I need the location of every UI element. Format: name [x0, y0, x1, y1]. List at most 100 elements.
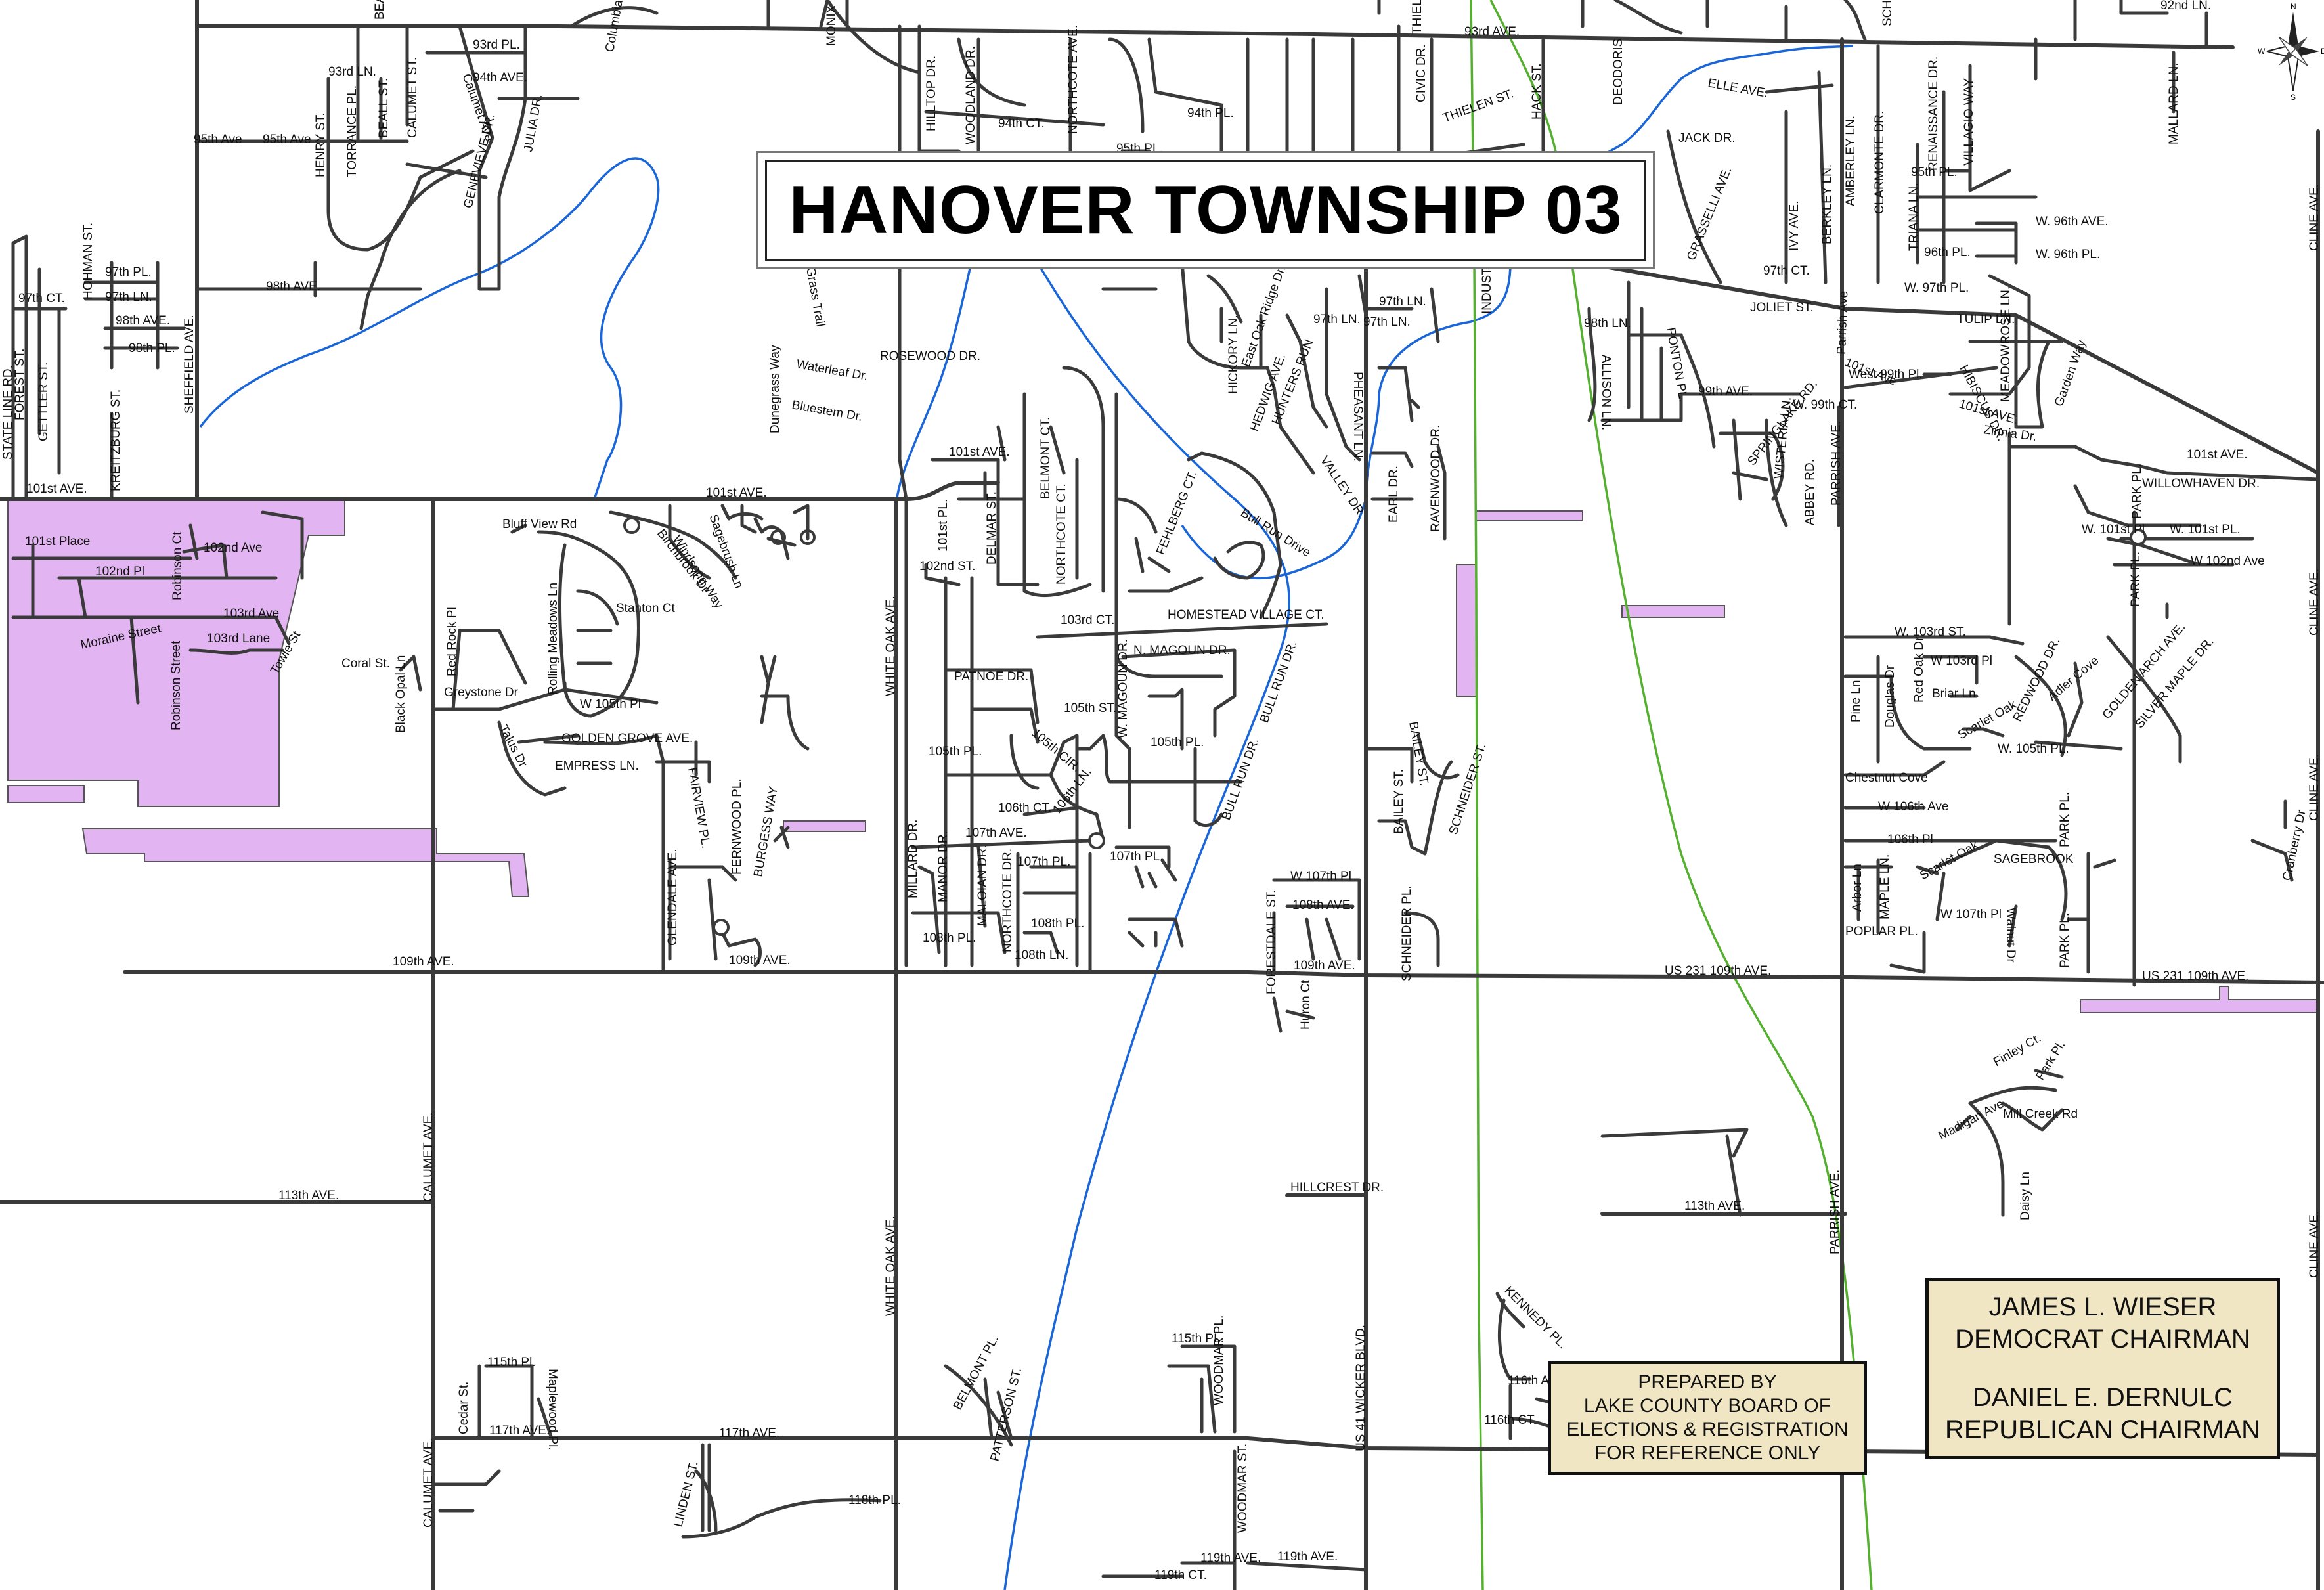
label-beall-top: BEALL [373, 0, 387, 20]
label-115th-pl-b: 115th PL. [1172, 1332, 1224, 1346]
label-sheffield: SHEFFIELD AVE. [183, 315, 196, 414]
label-w103rd-pl: W 103rd Pl [1931, 654, 1992, 668]
label-119th-ave-b: 119th AVE. [1277, 1550, 1338, 1564]
creek-west [199, 157, 660, 500]
label-hilltop: HILLTOP DR. [925, 56, 938, 131]
label-93rd-ln: 93rd LN. [328, 65, 376, 79]
label-us231-a: US 231 109th AVE. [1665, 964, 1771, 978]
label-woodmar-st: WOODMAR ST. [1236, 1444, 1250, 1533]
label-greystone: Greystone Dr [444, 686, 519, 699]
label-us41: US 41 WICKER BLVD. [1354, 1325, 1368, 1451]
creek-south [1003, 262, 1290, 1590]
label-93rd-ave: 93rd AVE. [1464, 25, 1520, 39]
label-northcote-ct: NORTHCOTE CT. [1055, 483, 1068, 585]
label-108th-pl: 108th PL. [923, 931, 976, 945]
prepared-line-1: PREPARED BY [1638, 1371, 1777, 1393]
creek-bullrun [1181, 262, 1512, 580]
label-calumet-st: CALUMET ST. [406, 57, 420, 138]
label-109th-ave-m: 109th AVE. [729, 954, 791, 967]
compass-e: E [2321, 47, 2324, 56]
label-97th-pl: 97th PL. [105, 265, 152, 279]
label-103rd-ct: 103rd CT. [1061, 613, 1114, 627]
label-thielen: THIELEN ST. [1441, 87, 1516, 125]
label-93rd-pl: 93rd PL. [473, 38, 520, 52]
label-102nd-pl: 102nd Pl [95, 565, 144, 579]
label-mill-creek: Mill Creek Rd [2003, 1107, 2078, 1121]
label-119th-ave: 119th AVE. [1200, 1551, 1261, 1565]
label-w-magoun: W. MAGOUN DR. [1116, 639, 1130, 738]
label-berkley: BERKLEY LN. [1820, 164, 1834, 244]
label-108th-ave: 108th AVE. [1292, 898, 1354, 912]
label-black-opal: Black Opal Ln [394, 655, 408, 733]
label-calumet-ave-b: CALUMET AVE. [422, 1438, 435, 1528]
label-empress: EMPRESS LN. [555, 759, 639, 773]
label-white-oak-a: WHITE OAK AVE. [884, 596, 898, 696]
label-parrish-b: PARRISH AVE. [1828, 1170, 1842, 1254]
label-106th-pl: 106th Pl [1887, 833, 1933, 847]
label-105th-pl: 105th PL. [929, 745, 982, 759]
label-101st-ave-w: 101st AVE. [26, 482, 87, 496]
label-w105th-pl-e: W. 105th PL. [1998, 742, 2069, 756]
label-98th-ave-b: 98th AVE. [116, 314, 170, 328]
label-walnut: Walnut Dr [2004, 908, 2017, 963]
district-area-east-strip [2080, 986, 2319, 1013]
label-schafer: SCHAFER [1881, 0, 1895, 26]
label-maplewood: Maplewood Pl. [546, 1369, 559, 1451]
label-ivy: IVY AVE. [1787, 201, 1801, 251]
label-maloian: MALOIAN DR. [976, 845, 990, 926]
label-burgess: BURGESS WAY [751, 785, 781, 878]
label-linden: LINDEN ST. [671, 1460, 701, 1528]
label-gettler: GETTLER ST. [37, 363, 51, 441]
label-homestead: HOMESTEAD VILLAGE CT. [1168, 608, 1325, 622]
label-parrish-c: Parrish Ave [1835, 291, 1851, 355]
label-forestdale: FORESTDALE ST. [1265, 890, 1279, 994]
label-northcote: NORTHCOTE AVE. [1066, 25, 1080, 134]
label-grass-trail: Grass Trail [803, 266, 827, 328]
label-millard: MILLARD DR. [906, 820, 920, 898]
label-robinson-st: Robinson Street [169, 640, 183, 730]
label-hickory: HICKORY LN. [1227, 315, 1240, 394]
label-94th-pl: 94th PL. [1187, 106, 1234, 120]
label-95th-ave-a: 95th Ave [194, 133, 242, 146]
label-bull-run-b: BULL RUN DR. [1219, 736, 1262, 822]
label-briar: Briar Ln [1932, 687, 1976, 701]
compass-rose: N S E W [2258, 2, 2324, 102]
label-rosewood: ROSEWOOD DR. [880, 349, 980, 363]
chairmen-box: JAMES L. WIESER DEMOCRAT CHAIRMAN DANIEL… [1925, 1278, 2280, 1459]
label-forest-st: FOREST ST. [13, 349, 27, 420]
label-civic: CIVIC DR. [1414, 44, 1428, 102]
label-hillcrest: HILLCREST DR. [1290, 1181, 1384, 1195]
label-hack-v: HACK ST. [1530, 63, 1544, 120]
label-102nd-st: 102nd ST. [919, 560, 976, 573]
label-108th-pl-b: 108th PL. [1031, 917, 1084, 931]
cul-de-sacs [623, 517, 2147, 936]
label-northcote-dr: NORTHCOTE DR. [1001, 849, 1015, 952]
label-park-pl-m: PARK PL. [2129, 552, 2143, 607]
label-97th-ln-d: 97th LN. [1313, 313, 1361, 326]
label-schneider-pl: SCHNEIDER PL. [1400, 885, 1414, 981]
label-101st-ave-c: 101st AVE. [706, 486, 767, 500]
label-pine: Pine Ln [1849, 680, 1863, 722]
label-belmont-pl: BELMONT PL. [951, 1333, 1001, 1413]
district-area-south [81, 828, 530, 897]
label-107th-ave: 107th AVE. [965, 826, 1027, 840]
label-woodland: WOODLAND DR. [964, 46, 978, 144]
label-116th-ct: 116th CT. [1484, 1413, 1537, 1427]
label-white-oak-b: WHITE OAK AVE. [884, 1216, 898, 1316]
label-w102nd-ave: W 102nd Ave [2191, 554, 2265, 568]
label-109th-ave-w: 109th AVE. [393, 955, 454, 969]
label-97th-ln: 97th LN. [105, 290, 152, 304]
label-red-oak: Red Oak Dr [1912, 636, 1926, 703]
label-stanton: Stanton Ct [616, 602, 675, 615]
label-117th-ave-b: 117th AVE. [719, 1426, 779, 1440]
label-us231-b: US 231 109th AVE. [2142, 969, 2248, 983]
label-arbor: Arbor Ln [1851, 864, 1864, 912]
label-bluestem: Bluestem Dr. [791, 398, 864, 424]
label-101st-ave-m: 101st AVE. [949, 445, 1010, 459]
label-bailey-b: BAILEY ST. [1406, 720, 1431, 787]
label-97th-ln-e: 97th LN. [1363, 315, 1411, 329]
label-cedar: Cedar St. [457, 1382, 471, 1434]
chairman-republican-name: DANIEL E. DERNULC [1972, 1383, 2233, 1412]
label-meadowrose: MEADOWROSE LN. [1999, 286, 2013, 402]
